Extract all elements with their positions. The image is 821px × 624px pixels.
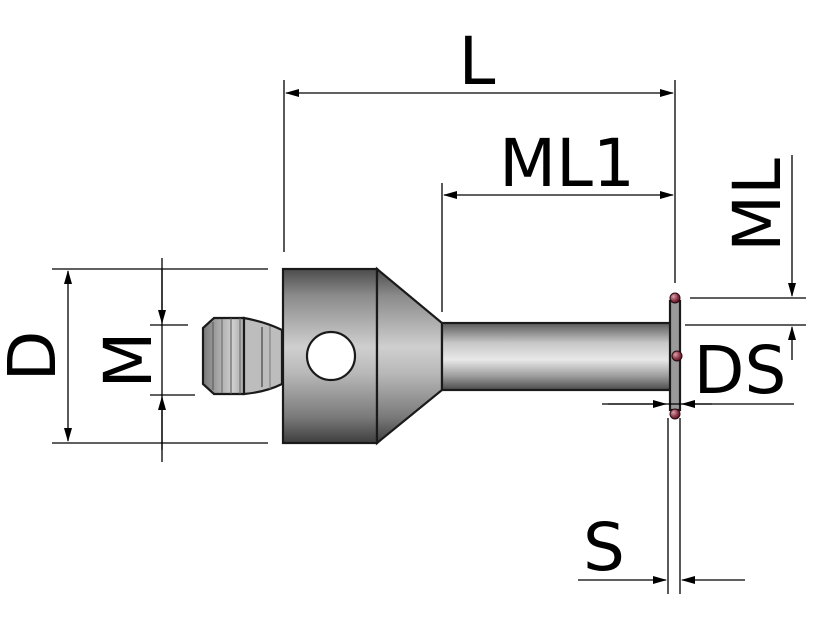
label-DS: DS [694, 332, 787, 409]
label-S: S [583, 509, 625, 586]
cross-hole [305, 330, 357, 382]
stem [440, 321, 681, 392]
label-L: L [459, 23, 496, 100]
ruby-ball-mid [671, 350, 683, 362]
ruby-ball-top [669, 292, 681, 304]
label-D: D [0, 331, 71, 382]
cone-taper [375, 266, 444, 446]
thread-shank [201, 316, 284, 396]
stylus-part [201, 266, 683, 446]
dimension-lines [64, 89, 796, 584]
label-ML1: ML1 [499, 125, 635, 202]
label-ML: ML [719, 158, 796, 252]
ruby-ball-bottom [669, 408, 681, 420]
label-M: M [90, 332, 167, 389]
